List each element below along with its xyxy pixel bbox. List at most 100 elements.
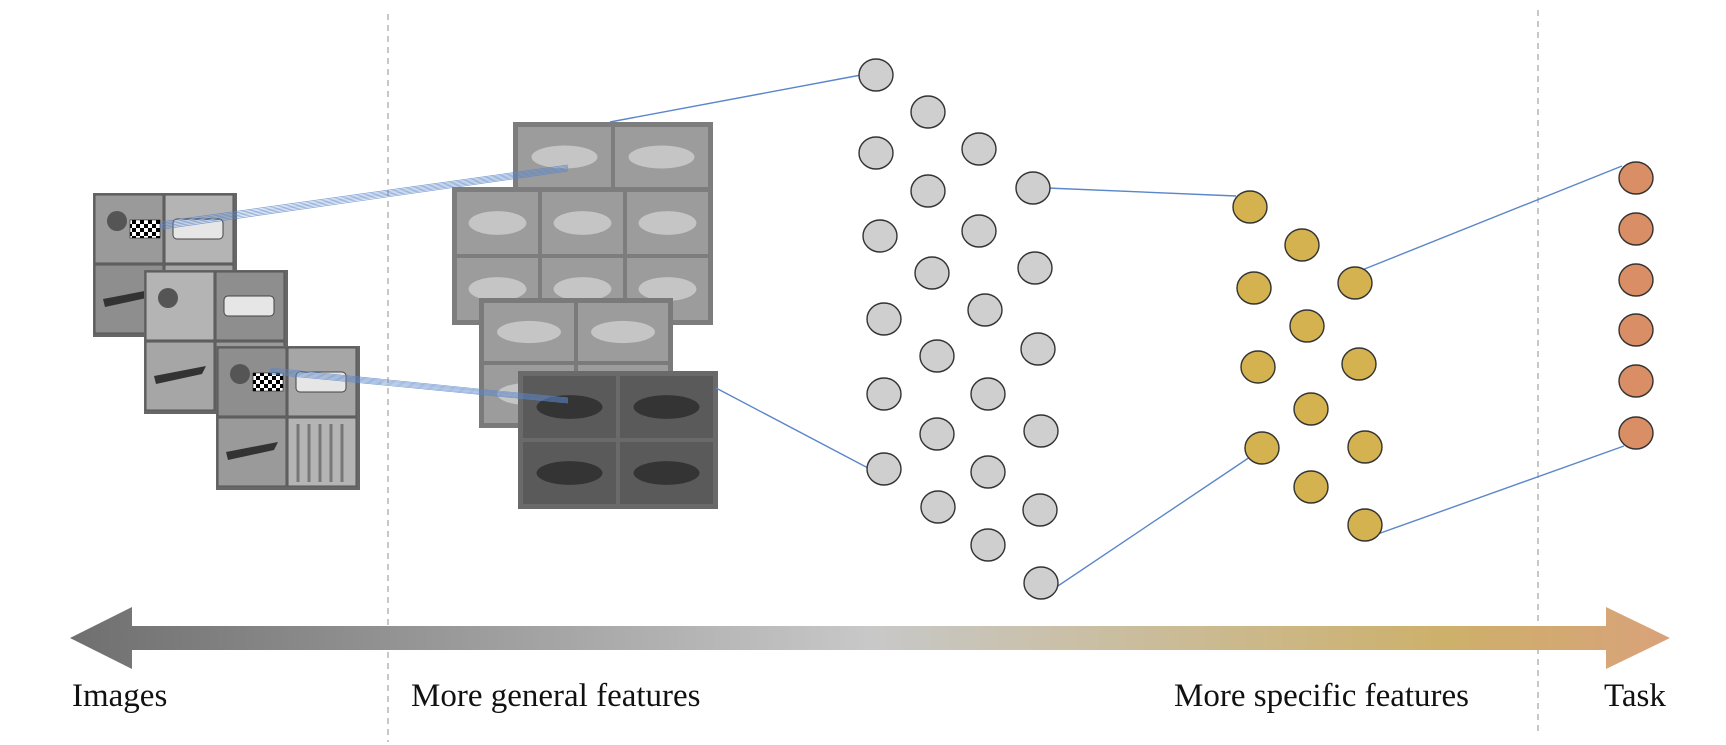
output-node: [1618, 212, 1654, 246]
feature-activation: [633, 395, 700, 419]
feature-activation: [633, 461, 700, 485]
label-specific-features: More specific features: [1174, 678, 1470, 714]
gray-node: [866, 302, 902, 336]
gold-node: [1289, 309, 1325, 343]
vehicle-shape: [172, 218, 224, 240]
output-node: [1618, 364, 1654, 398]
image-thumbnail: [145, 271, 215, 341]
rider-shape: [158, 288, 178, 308]
gray-node: [862, 219, 898, 253]
patch-connector-line: [159, 165, 569, 224]
gray-node: [1023, 566, 1059, 600]
output-node: [1618, 161, 1654, 195]
patch-connector-line: [159, 167, 569, 226]
feature-activation: [531, 145, 598, 169]
connector-lines: [159, 74, 1625, 599]
feature-map-block: [518, 371, 718, 509]
patch-connector-line: [159, 169, 569, 229]
gold-node: [1284, 228, 1320, 262]
feature-activation: [497, 320, 561, 344]
gray-node: [1020, 332, 1056, 366]
patch-connector-line: [159, 164, 569, 223]
gray-node: [961, 132, 997, 166]
feature-activation: [638, 277, 697, 301]
airplane-shape: [226, 442, 278, 460]
connector-line: [1046, 187, 1237, 197]
patch-connector-line: [269, 373, 569, 404]
gold-node: [1347, 508, 1383, 542]
input-image-stack: [93, 193, 360, 490]
gray-node: [1022, 493, 1058, 527]
feature-activation: [536, 461, 603, 485]
gold-node-layer: [1232, 190, 1383, 542]
patch-connector-line: [159, 168, 569, 227]
gray-node: [858, 136, 894, 170]
vehicle-shape: [223, 295, 275, 317]
rider-shape: [107, 211, 127, 231]
gold-node: [1347, 430, 1383, 464]
feature-activation: [628, 145, 695, 169]
gold-node: [1240, 350, 1276, 384]
airplane-shape: [103, 289, 155, 307]
gray-node: [970, 377, 1006, 411]
receptive-field-patch: [129, 219, 161, 239]
gray-node: [961, 214, 997, 248]
gray-node: [970, 455, 1006, 489]
feature-activation: [638, 211, 697, 235]
gold-node: [1232, 190, 1268, 224]
output-node: [1618, 263, 1654, 297]
gold-node: [1244, 431, 1280, 465]
patch-connector-line: [269, 372, 569, 403]
connector-line: [609, 74, 862, 123]
patch-connector-line: [269, 371, 569, 402]
patch-connector-line: [269, 368, 569, 400]
gray-node: [866, 377, 902, 411]
image-thumbnail-group: [216, 346, 360, 490]
gold-node: [1293, 392, 1329, 426]
gold-node: [1293, 470, 1329, 504]
patch-connector-line: [269, 367, 569, 399]
connector-line: [1356, 165, 1623, 273]
connector-line: [1039, 456, 1251, 599]
gold-node: [1337, 266, 1373, 300]
gray-node: [866, 452, 902, 486]
gray-node: [1017, 251, 1053, 285]
gray-node: [919, 417, 955, 451]
patch-connector-line: [159, 170, 569, 230]
output-node-layer: [1618, 161, 1654, 450]
feature-activation: [468, 277, 527, 301]
gold-node: [1341, 347, 1377, 381]
gray-node: [920, 490, 956, 524]
gray-node: [1023, 414, 1059, 448]
gray-node: [970, 528, 1006, 562]
gray-node: [1015, 171, 1051, 205]
gray-node: [910, 174, 946, 208]
feature-map-block: [452, 187, 713, 325]
feature-activation: [536, 395, 603, 419]
label-general-features: More general features: [411, 678, 701, 714]
gray-node: [914, 256, 950, 290]
label-images: Images: [72, 678, 168, 714]
patch-connector-line: [269, 370, 569, 401]
output-node: [1618, 313, 1654, 347]
feature-activation: [553, 211, 612, 235]
feature-map-stack: [452, 122, 718, 509]
output-node: [1618, 416, 1654, 450]
label-task: Task: [1604, 678, 1666, 714]
gold-node: [1236, 271, 1272, 305]
connector-line: [715, 387, 869, 469]
gray-node: [919, 339, 955, 373]
feature-spectrum-arrow: [70, 607, 1670, 669]
airplane-shape: [154, 366, 206, 384]
gray-node-layer: [858, 58, 1059, 600]
rider-shape: [230, 364, 250, 384]
gray-node: [858, 58, 894, 92]
feature-activation: [591, 320, 655, 344]
feature-activation: [468, 211, 527, 235]
connector-line: [1374, 445, 1625, 536]
feature-activation: [553, 277, 612, 301]
gray-node: [967, 293, 1003, 327]
gray-node: [910, 95, 946, 129]
receptive-field-patch: [252, 372, 284, 392]
